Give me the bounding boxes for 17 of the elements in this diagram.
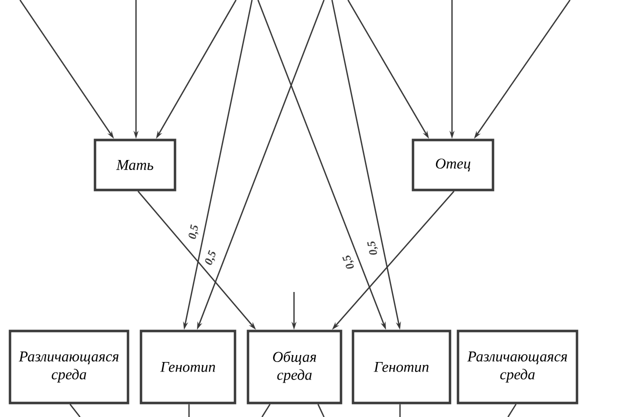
variable-box: Генотип — [352, 330, 452, 404]
variable-box: Общая среда — [246, 330, 342, 404]
variable-box: Генотип — [140, 330, 236, 404]
variable-box: Различающаяся среда — [456, 330, 578, 404]
edge-label: 0,5 — [341, 252, 357, 272]
variable-box: Мать — [94, 138, 176, 192]
connector-line — [70, 404, 81, 417]
variable-box: Отец — [412, 138, 494, 192]
connector-line — [507, 404, 517, 417]
connector-line — [188, 404, 190, 417]
edge-label: 0,5 — [187, 223, 201, 241]
connector-line — [261, 404, 271, 417]
connector-line — [399, 404, 401, 417]
variable-box: Различающаяся среда — [8, 330, 130, 404]
edge-label: 0,5 — [203, 248, 219, 268]
connector-line — [317, 404, 325, 417]
edge-label: 0,5 — [366, 239, 380, 257]
